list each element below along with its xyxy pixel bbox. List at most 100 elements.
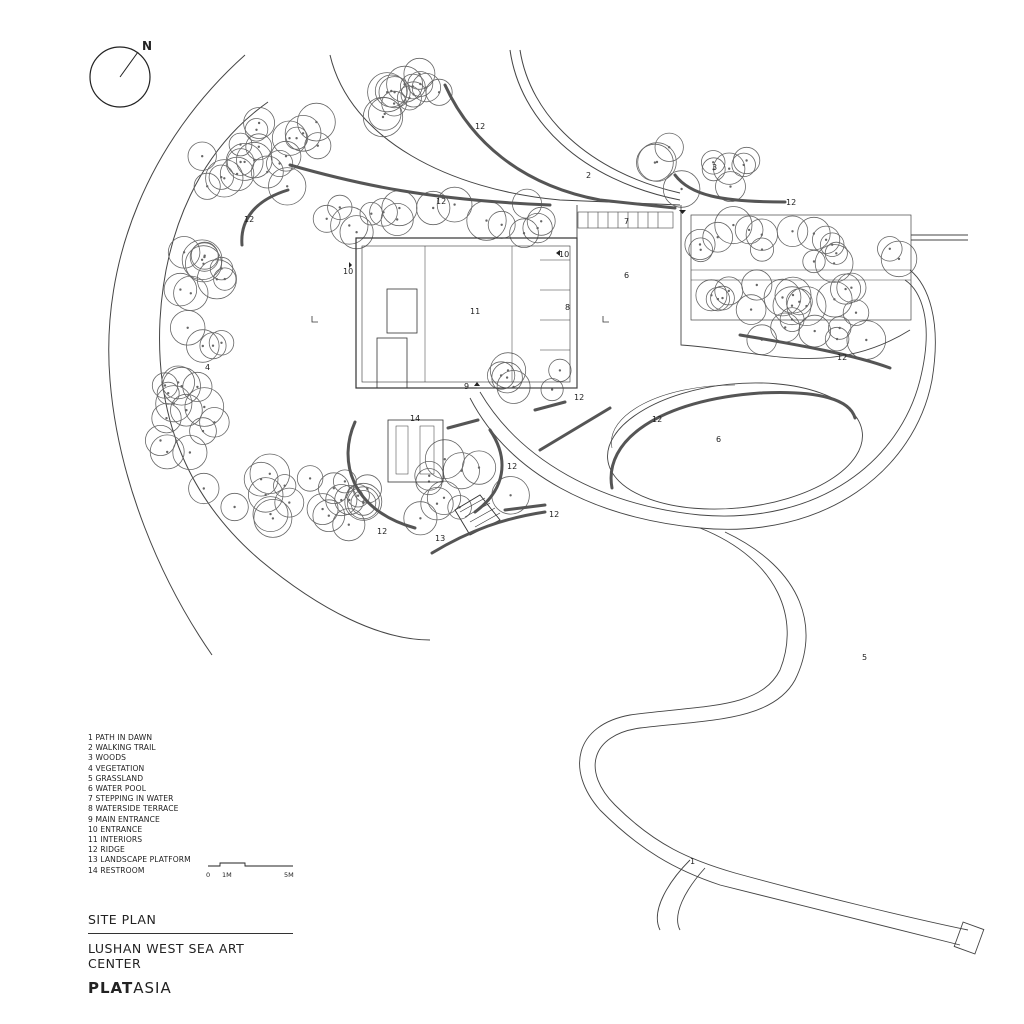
tree-canopy — [701, 157, 726, 182]
tree-trunk — [812, 260, 816, 263]
tree-canopy — [701, 150, 726, 175]
tree-canopy — [877, 236, 903, 262]
tree-canopy-group — [144, 57, 918, 542]
tree-canopy — [156, 381, 180, 405]
legend-item: 11 INTERIORS — [88, 835, 143, 845]
tree-canopy — [378, 76, 411, 109]
tree-trunk — [200, 258, 204, 262]
tree-trunk — [784, 326, 787, 329]
legend-item: 5 GRASSLAND — [88, 773, 144, 783]
tree-canopy — [252, 496, 289, 532]
tree-canopy — [325, 484, 358, 517]
tree-trunk — [453, 203, 456, 206]
tree-canopy — [248, 477, 284, 513]
tree-canopy — [824, 241, 848, 265]
tree-canopy — [274, 487, 305, 518]
tree-trunk — [760, 248, 764, 251]
tree-canopy — [416, 190, 451, 226]
tree-trunk — [286, 185, 289, 188]
tree-canopy — [193, 172, 221, 200]
tree-canopy — [161, 365, 196, 400]
legend-item: 2 WALKING TRAIL — [88, 743, 156, 753]
label-ridge-c: 12 — [786, 198, 796, 207]
tree-trunk — [284, 154, 288, 158]
tree-trunk — [179, 288, 182, 291]
tree-trunk — [443, 458, 447, 461]
tree-canopy — [151, 403, 182, 434]
tree-canopy — [205, 159, 244, 198]
tree-trunk — [897, 257, 901, 261]
tree-trunk — [239, 160, 242, 164]
tree-canopy — [715, 171, 746, 203]
tree-canopy — [362, 96, 404, 138]
tree-canopy — [802, 249, 826, 274]
tree-canopy — [820, 232, 845, 257]
label-grassland: 5 — [862, 653, 867, 662]
tree-canopy — [304, 132, 332, 160]
tree-canopy — [380, 202, 414, 236]
tree-trunk — [220, 341, 223, 345]
tree-trunk — [327, 514, 331, 517]
tree-trunk — [798, 300, 801, 304]
tree-trunk — [259, 478, 263, 481]
tree-trunk — [536, 226, 539, 230]
label-entrance-east: 10 — [559, 250, 569, 259]
tree-trunk — [419, 82, 422, 86]
label-main-entrance: 9 — [464, 382, 469, 391]
tree-canopy — [346, 484, 370, 508]
tree-trunk — [790, 304, 794, 307]
north-arrow: N — [89, 39, 152, 108]
tree-canopy — [245, 133, 273, 161]
tree-trunk — [813, 329, 816, 333]
tree-canopy — [797, 216, 831, 251]
tree-canopy — [297, 102, 336, 142]
tree-trunk — [343, 480, 347, 483]
tree-canopy — [411, 73, 441, 103]
tree-trunk — [419, 517, 422, 520]
tree-trunk — [835, 337, 839, 341]
tree-canopy — [149, 434, 185, 470]
tree-canopy — [266, 149, 294, 177]
tree-trunk — [381, 115, 385, 119]
tree-canopy — [637, 142, 677, 182]
tree-trunk — [712, 161, 715, 164]
tree-trunk — [716, 235, 719, 239]
tree-trunk — [176, 381, 180, 384]
tree-trunk — [325, 217, 328, 221]
tree-canopy — [170, 393, 203, 427]
tree-canopy — [209, 256, 234, 281]
label-landscape-platform: 13 — [435, 534, 445, 543]
tree-trunk — [721, 296, 724, 300]
tree-trunk — [668, 146, 671, 149]
tree-canopy — [181, 239, 223, 281]
legend-item: 6 WATER POOL — [88, 784, 147, 794]
tree-trunk — [316, 144, 320, 147]
legend-item: 12 RIDGE — [88, 845, 125, 855]
tree-canopy — [346, 486, 380, 520]
tree-trunk — [425, 86, 428, 89]
tree-trunk — [386, 90, 389, 94]
tree-canopy — [654, 132, 684, 162]
tree-canopy — [155, 385, 193, 423]
path-in-dawn — [579, 527, 985, 955]
tree-trunk — [255, 128, 258, 132]
tree-canopy — [167, 236, 201, 269]
tree-trunk — [824, 238, 828, 242]
tree-trunk — [699, 248, 702, 252]
label-ridge-j: 12 — [377, 527, 387, 536]
tree-canopy — [814, 244, 854, 283]
tree-canopy — [332, 469, 357, 494]
tree-trunk — [182, 251, 186, 254]
tree-canopy — [425, 78, 453, 106]
tree-canopy — [243, 461, 279, 497]
tree-trunk — [442, 496, 446, 500]
tree-trunk — [755, 283, 759, 287]
tree-canopy — [273, 474, 297, 498]
tree-canopy — [486, 361, 516, 390]
tree-trunk — [278, 162, 281, 165]
tree-trunk — [188, 451, 192, 454]
tree-trunk — [435, 502, 439, 505]
tree-trunk — [745, 159, 748, 162]
tree-trunk — [356, 494, 360, 497]
